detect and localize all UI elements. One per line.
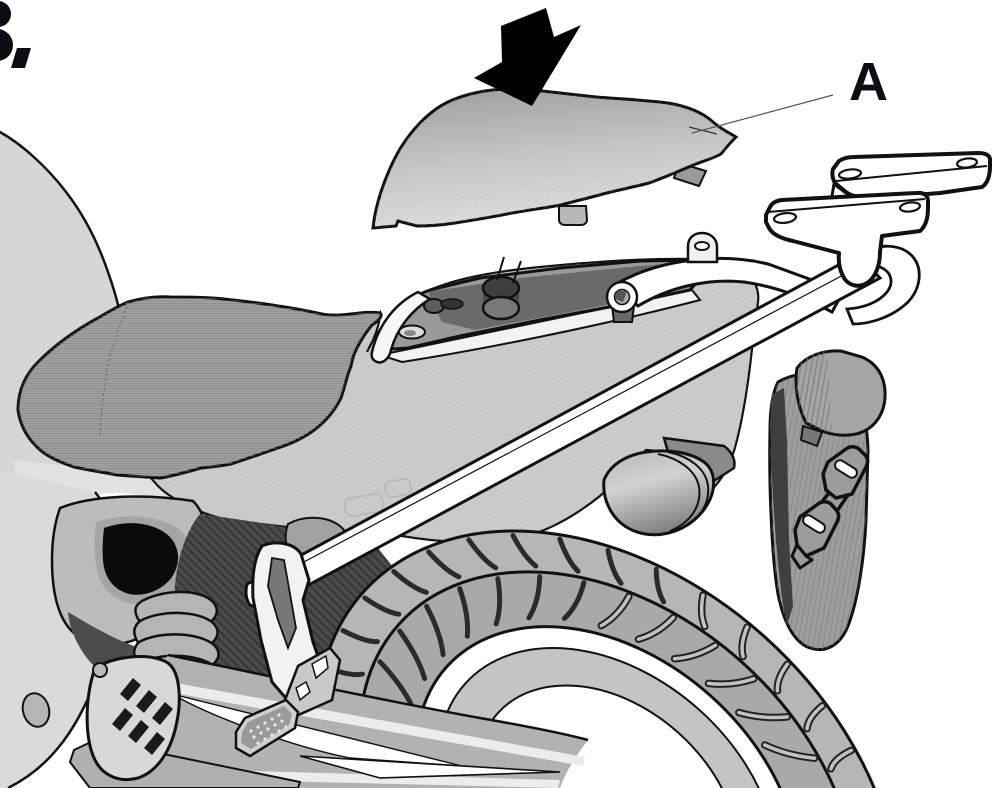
svg-text:A: A bbox=[849, 52, 888, 112]
